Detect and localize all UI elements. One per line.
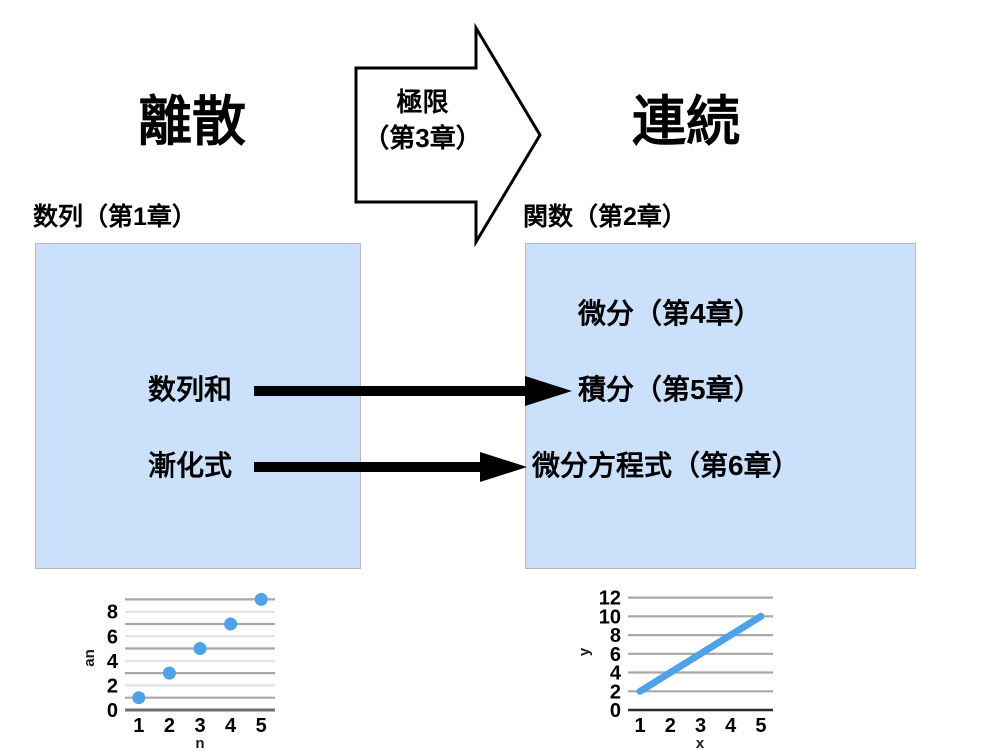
x-tick-label: 5 [755, 715, 766, 737]
x-tick-label: 3 [695, 715, 706, 737]
x-tick-label: 2 [665, 715, 676, 737]
chart-left-y-label: an [81, 649, 98, 667]
x-tick-label: 5 [256, 715, 267, 737]
limit-block-arrow [348, 18, 548, 248]
sequence-box [35, 243, 361, 569]
x-tick-label: 2 [164, 715, 175, 737]
item-differentiation: 微分（第4章） [578, 298, 762, 329]
chart-left-y-ticks: 0 24 68 [107, 602, 119, 722]
chart-right-gridlines [628, 596, 773, 693]
x-tick-label: 3 [194, 715, 205, 737]
y-tick-label: 0 [107, 700, 118, 722]
limit-arrow-label-line1: 極限 [396, 87, 449, 117]
limit-arrow-label-line2: （第3章） [363, 122, 482, 153]
y-tick-label: 0 [610, 700, 621, 722]
y-tick-label: 8 [610, 625, 621, 647]
x-tick-label: 4 [725, 715, 737, 737]
data-line [636, 612, 765, 695]
y-tick-label: 2 [107, 675, 118, 697]
connector-arrow-sum-to-integration [252, 374, 577, 413]
y-tick-label: 2 [610, 681, 621, 703]
x-tick-label: 4 [225, 715, 237, 737]
data-point [193, 642, 207, 655]
item-integration: 積分（第5章） [578, 374, 762, 405]
chart-left-data-points [132, 592, 268, 705]
heading-continuous: 連続 [632, 92, 740, 152]
arrow-shape-1 [254, 376, 572, 406]
item-series-sum: 数列和 [148, 374, 233, 405]
heading-discrete: 離散 [138, 92, 246, 152]
item-recurrence-relation: 漸化式 [148, 450, 233, 481]
x-tick-label: 1 [133, 715, 144, 737]
y-tick-label: 8 [107, 602, 118, 624]
connector-arrow-recurrence-to-diffeq [252, 450, 532, 489]
data-point [162, 666, 176, 680]
data-point [254, 592, 268, 606]
caption-sequence-box: 数列（第1章） [33, 203, 197, 231]
data-point [224, 617, 238, 631]
chart-left-x-label: n [195, 735, 204, 752]
y-tick-label: 12 [599, 588, 621, 610]
function-box [525, 243, 916, 569]
y-tick-label: 6 [107, 626, 118, 648]
caption-function-box: 関数（第2章） [523, 203, 687, 231]
arrow-polygon-1 [254, 376, 572, 406]
block-arrow-polygon [354, 22, 542, 248]
data-point [132, 691, 146, 705]
chart-right-y-label: y [576, 647, 593, 656]
y-tick-label: 4 [107, 651, 119, 673]
block-arrow-shape [354, 22, 542, 248]
arrow-polygon-2 [254, 452, 527, 482]
limit-arrow-label: 極限 （第3章） [355, 85, 490, 157]
y-tick-label: 6 [610, 644, 621, 666]
arrow-shape-2 [254, 452, 527, 482]
item-differential-equation: 微分方程式（第6章） [532, 450, 800, 481]
x-tick-label: 1 [635, 715, 646, 737]
chart-right-x-label: x [696, 735, 705, 752]
chart-left-gridlines [125, 598, 275, 699]
y-tick-label: 10 [599, 606, 621, 628]
y-tick-label: 4 [610, 663, 622, 685]
chart-right-data-line [636, 612, 765, 695]
